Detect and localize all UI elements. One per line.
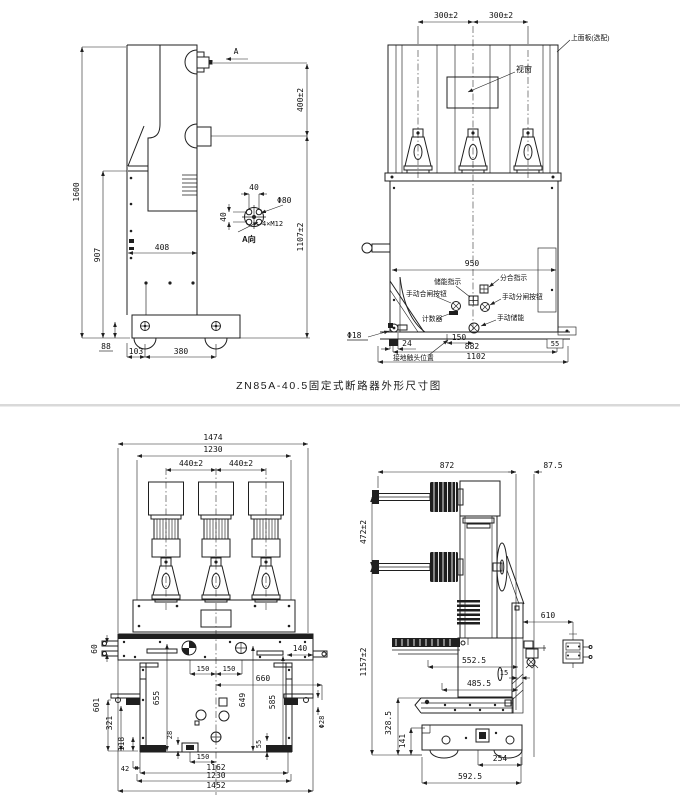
dim-1600: 1600 <box>72 182 81 201</box>
dim-601: 601 <box>92 698 101 713</box>
dim-141: 141 <box>398 734 407 749</box>
dim-300-left: 300±2 <box>434 11 458 20</box>
dim-15: 15 <box>500 669 508 677</box>
dim-907: 907 <box>93 248 102 263</box>
dim-103: 103 <box>129 347 144 356</box>
dim-472: 472±2 <box>359 520 368 544</box>
dim-87-5: 87.5 <box>543 461 562 470</box>
dim-28: 28 <box>166 731 174 739</box>
carriage-body <box>457 637 513 698</box>
label-top-panel: 上面板(选配) <box>571 33 610 42</box>
dim-660: 660 <box>256 674 271 683</box>
label-manual-close: 手动合闸按钮 <box>406 289 447 298</box>
dim-1230-bottom: 1230 <box>206 771 225 780</box>
lower-terminal <box>184 123 307 149</box>
dim-592-5: 592.5 <box>458 772 482 781</box>
dim-118: 118 <box>117 737 126 752</box>
dim-552-5: 552.5 <box>462 656 486 665</box>
lower-cabinet <box>361 180 559 333</box>
dim-150-front: 150 <box>452 333 467 342</box>
dim-1230-top: 1230 <box>203 445 222 454</box>
mechanism-housing <box>132 599 296 633</box>
dim-view-a: A <box>234 47 239 56</box>
label-manual-charge: 手动储能 <box>497 313 524 322</box>
dim-440-left: 440±2 <box>179 459 203 468</box>
dim-55-front: 55 <box>551 340 559 348</box>
viewing-window <box>446 76 499 109</box>
label-position-indicator: 分合指示 <box>500 273 527 282</box>
dim-950: 950 <box>465 259 480 268</box>
dim-585: 585 <box>268 695 277 710</box>
section-divider <box>0 404 680 407</box>
dim-detail-40v: 40 <box>219 212 228 222</box>
dim-60: 60 <box>90 644 99 654</box>
dim-300-right: 300±2 <box>489 11 513 20</box>
dim-380: 380 <box>174 347 189 356</box>
dim-d18: Φ18 <box>347 331 362 340</box>
dim-485-5: 485.5 <box>467 679 491 688</box>
label-window: 视窗 <box>516 64 532 74</box>
auxiliary-switch <box>562 639 593 668</box>
dim-408: 408 <box>155 243 170 252</box>
detail-a-view: 40 40 Φ80 4×M12 A向 <box>219 183 292 244</box>
frame-band <box>101 633 328 661</box>
side-base <box>131 314 241 350</box>
breaker-side-profile <box>126 44 198 315</box>
side-base-frame <box>421 724 523 759</box>
dim-detail-bolts: 4×M12 <box>262 220 283 228</box>
dim-610: 610 <box>541 611 556 620</box>
dim-882: 882 <box>465 342 480 351</box>
label-counter: 计数器 <box>422 314 443 323</box>
dim-872: 872 <box>440 461 455 470</box>
dim-88: 88 <box>101 342 111 351</box>
dim-400: 400±2 <box>296 88 305 112</box>
dim-440-right: 440±2 <box>229 459 253 468</box>
dim-649: 649 <box>238 693 247 708</box>
dim-1107: 1107±2 <box>296 222 305 251</box>
dim-detail-d80: Φ80 <box>277 196 292 205</box>
dim-328-5: 328.5 <box>384 711 393 735</box>
top-housing <box>459 480 501 517</box>
label-charge-indicator: 储能指示 <box>434 277 461 286</box>
dim-1162: 1162 <box>206 763 225 772</box>
top-front-view: 300±2 300±2 上面板(选配) 视窗 950 储能指示 分合指示 <box>347 11 610 364</box>
dim-140: 140 <box>293 644 308 653</box>
top-side-view: A 1600 907 408 400±2 1107±2 88 103 380 4… <box>72 44 310 359</box>
dim-1474: 1474 <box>203 433 222 442</box>
bottom-side-view: 872 87.5 472±2 1157±2 <box>359 461 593 785</box>
dim-321: 321 <box>105 716 114 731</box>
label-manual-open: 手动分闸按钮 <box>502 292 543 301</box>
dim-655: 655 <box>152 691 161 706</box>
dim-55-bottom: 55 <box>255 740 263 748</box>
drawing-caption: ZN85A-40.5固定式断路器外形尺寸图 <box>236 379 442 392</box>
dim-1157: 1157±2 <box>359 647 368 676</box>
dim-42: 42 <box>121 765 129 773</box>
label-earth-contact: 接地触头位置 <box>393 353 434 362</box>
bushing-upper <box>371 481 464 513</box>
dim-d28: Φ28 <box>318 716 326 729</box>
dim-254: 254 <box>493 754 508 763</box>
control-labels: 储能指示 分合指示 手动合闸按钮 手动分闸按钮 计数器 手动储能 <box>406 273 543 334</box>
upper-terminal <box>184 49 307 75</box>
dim-150-right: 150 <box>223 665 236 673</box>
dim-1452: 1452 <box>206 781 225 790</box>
dim-150-left: 150 <box>197 665 210 673</box>
section-arrow-a: A <box>225 47 248 61</box>
bushing-lower <box>371 551 464 583</box>
upper-cabinet <box>387 26 559 332</box>
guide-rail <box>414 697 514 714</box>
detail-a-title: A向 <box>242 234 256 244</box>
platform-rack <box>392 638 460 655</box>
pole-column-side <box>457 515 525 639</box>
dim-1102: 1102 <box>466 352 485 361</box>
dim-150-bottom: 150 <box>197 753 210 761</box>
dim-24: 24 <box>402 339 412 348</box>
bottom-front-view: 1474 1230 440±2 440±2 60 140 <box>90 433 328 795</box>
dim-detail-40h: 40 <box>249 183 259 192</box>
